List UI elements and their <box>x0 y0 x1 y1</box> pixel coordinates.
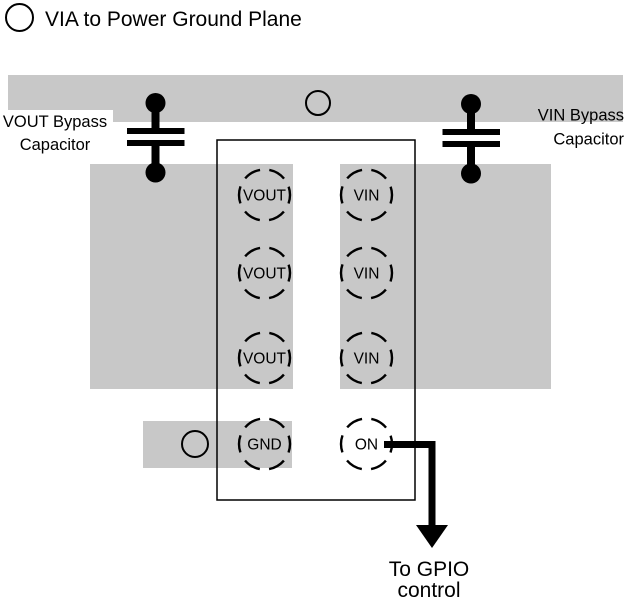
vout-cap-bottom-via-dot <box>145 162 166 183</box>
vin-cap-top-stem <box>467 102 475 131</box>
vin-cap-plate-bottom <box>442 141 500 147</box>
pin-pads <box>237 168 394 471</box>
vout-capacitor-icon <box>127 93 185 183</box>
vout-label-backdrop <box>0 110 113 156</box>
vout-cap-bottom-stem <box>151 146 160 173</box>
vout-plane <box>90 164 293 389</box>
pin-vin-3-label: VIN <box>354 351 380 368</box>
pin-vout-1-pad <box>237 168 292 222</box>
vout-cap-plate-bottom <box>127 140 185 146</box>
pin-vin-2-pad <box>339 246 394 300</box>
pin-vin-1-pad <box>339 168 394 222</box>
pin-vout-1-label: VOUT <box>243 188 287 205</box>
on-trace <box>384 441 436 527</box>
pin-vin-2-label: VIN <box>354 266 380 283</box>
vin-plane <box>340 164 551 389</box>
ic-outline <box>216 139 416 501</box>
vin-bypass-label-line1: VIN Bypass <box>538 107 624 125</box>
vin-bypass-label-line2: Capacitor <box>553 131 624 149</box>
vout-cap-plate-top <box>127 128 185 134</box>
pin-on-label: ON <box>355 437 378 454</box>
pin-vout-3-pad <box>237 331 292 385</box>
vin-cap-bottom-via-dot <box>461 163 481 184</box>
legend: VIA to Power Ground Plane <box>5 3 302 32</box>
gpio-label-line1: To GPIO <box>389 558 470 581</box>
legend-label: VIA to Power Ground Plane <box>45 8 302 31</box>
pin-gnd-label: GND <box>247 437 281 454</box>
pin-gnd-pad <box>237 417 292 471</box>
pin-vin-3-pad <box>339 331 394 385</box>
gpio-arrowhead-icon <box>416 525 448 548</box>
vin-capacitor-icon <box>442 94 500 184</box>
vin-cap-plate-top <box>442 129 500 135</box>
pin-vout-3-label: VOUT <box>243 351 287 368</box>
gnd-via-icon <box>181 430 209 458</box>
pin-on-pad <box>339 417 394 471</box>
pin-vout-2-label: VOUT <box>243 266 287 283</box>
top-plane-via-icon <box>305 90 331 116</box>
vout-bypass-label-line2: Capacitor <box>20 136 91 154</box>
vout-cap-top-stem <box>151 101 160 130</box>
legend-via-icon <box>5 3 34 32</box>
gpio-label-line2: control <box>397 579 460 598</box>
pin-vin-1-label: VIN <box>354 188 380 205</box>
vout-bypass-label-line1: VOUT Bypass <box>3 113 107 131</box>
pin-vout-2-pad <box>237 246 292 300</box>
vin-cap-bottom-stem <box>467 147 475 174</box>
